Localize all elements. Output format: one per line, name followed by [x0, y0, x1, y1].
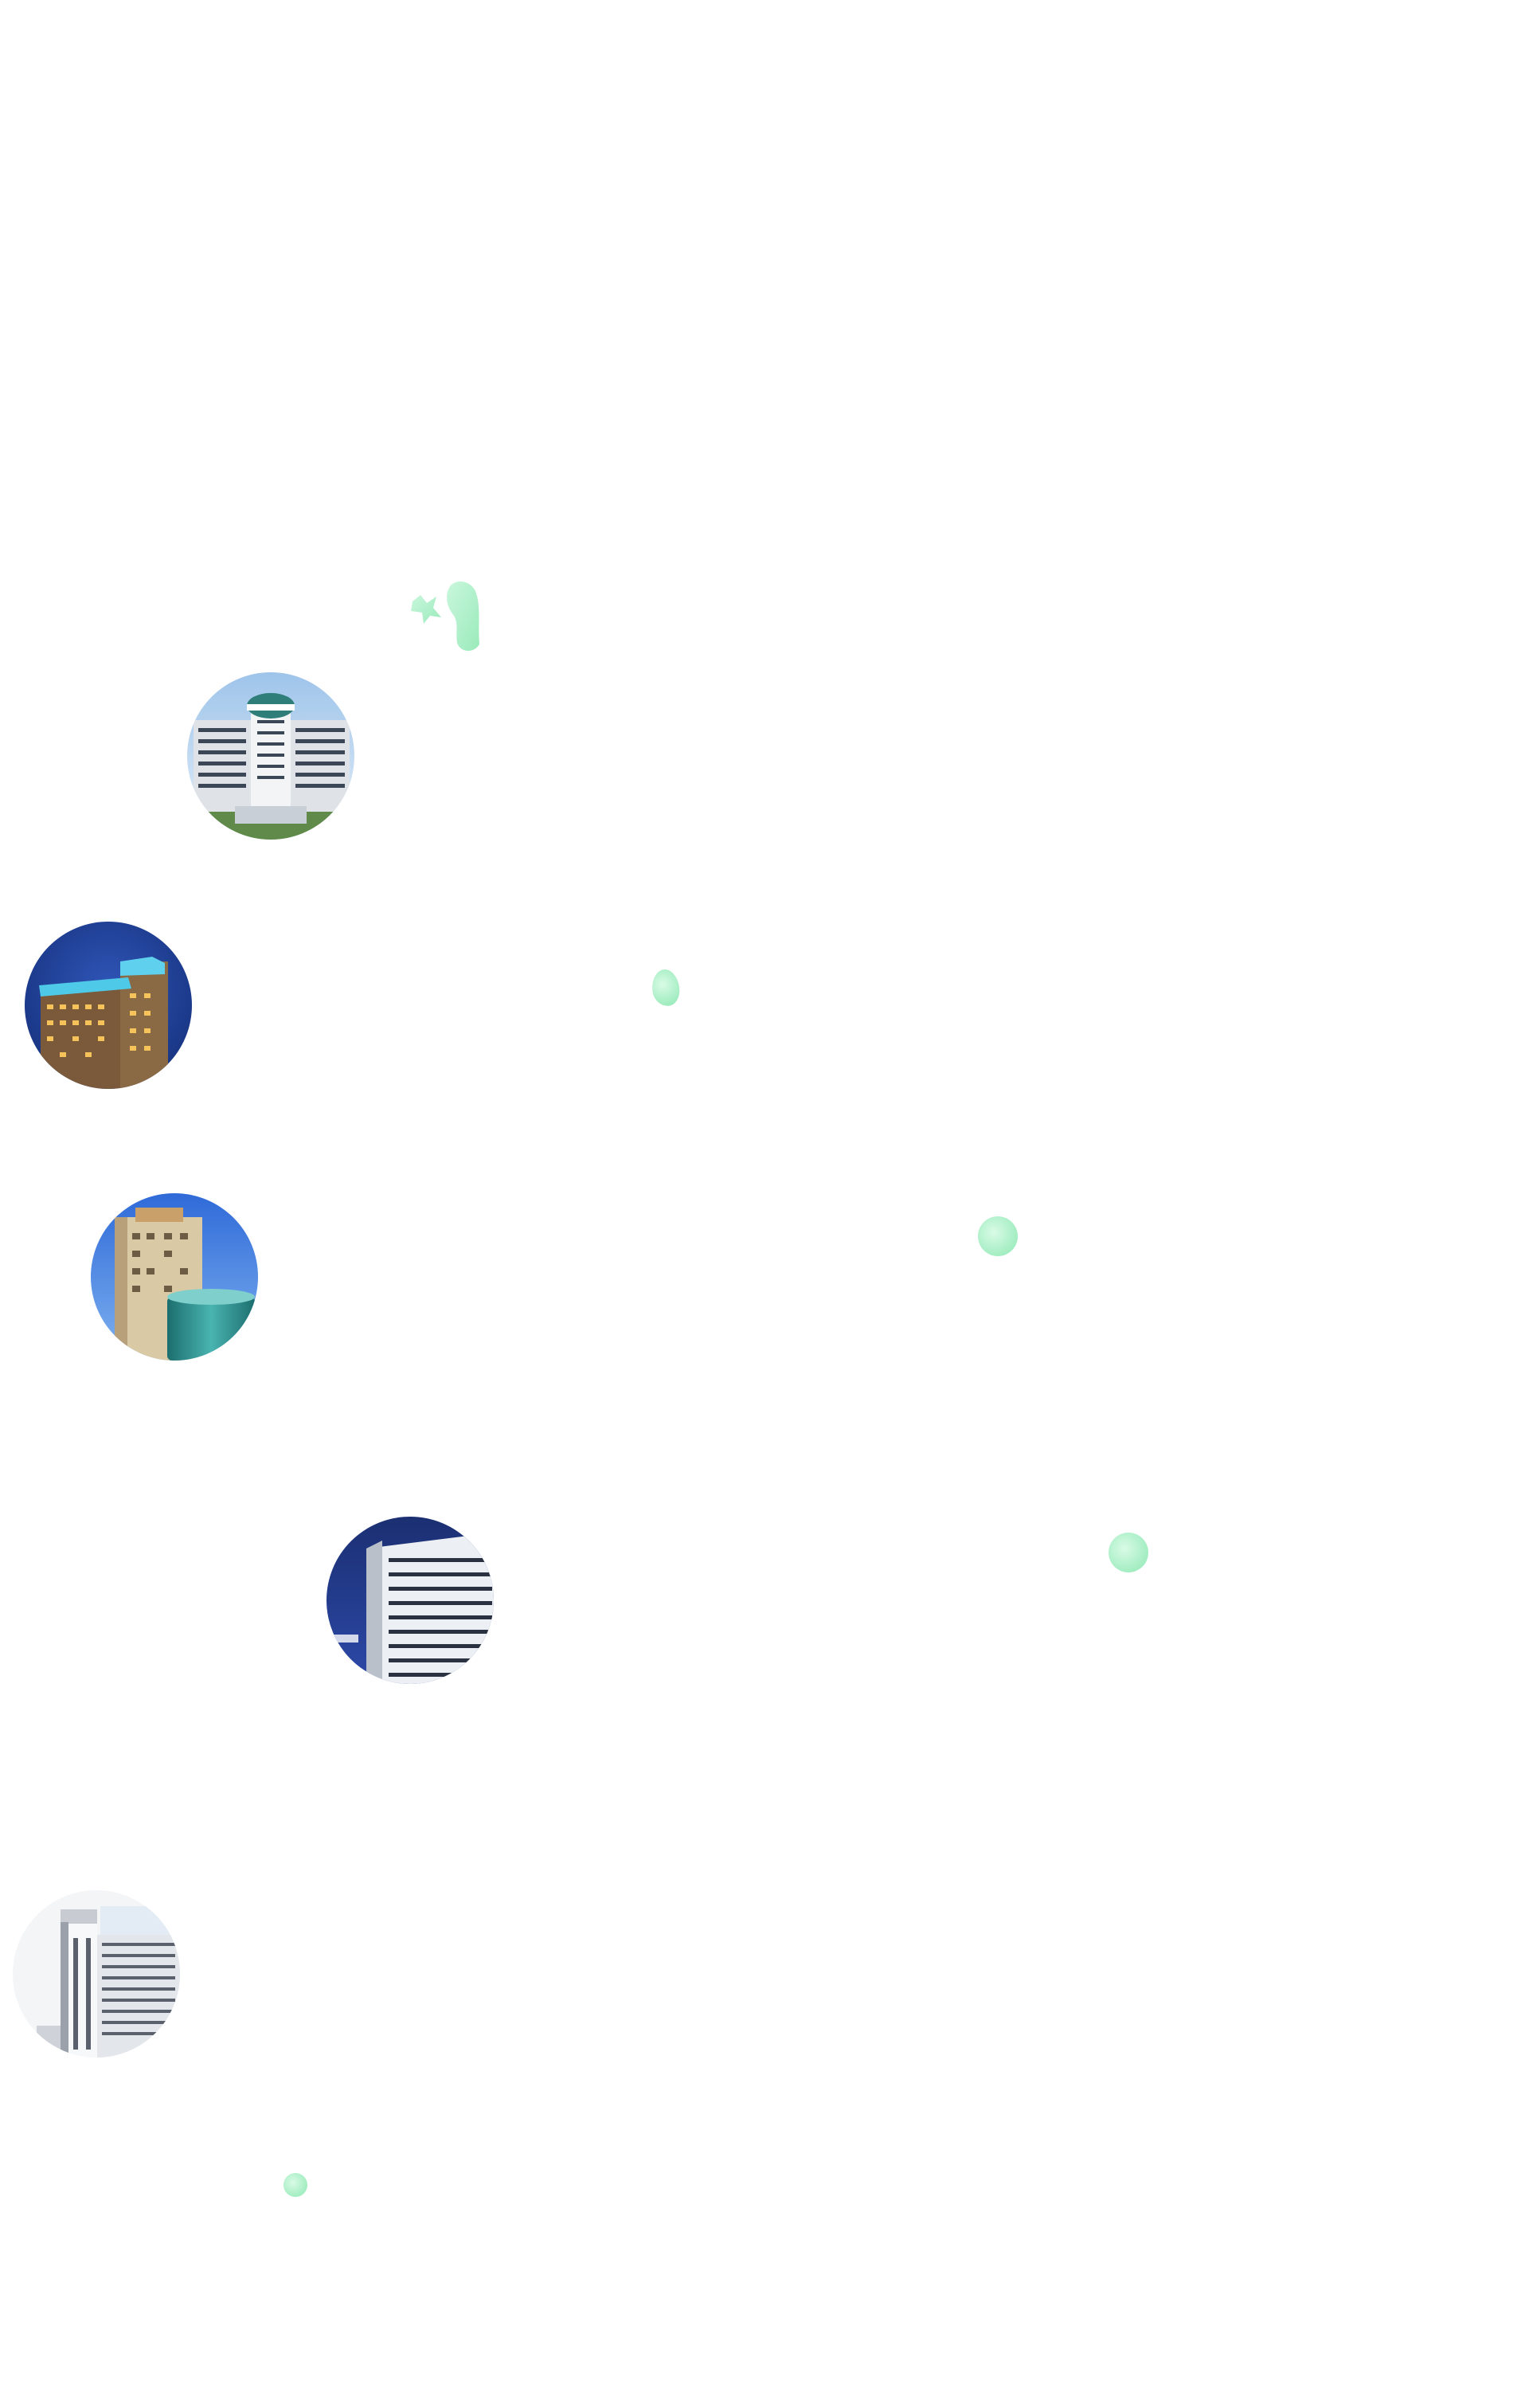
hotel-building-icon [187, 672, 354, 840]
decorative-shape-cluster [409, 579, 489, 656]
hotel-building-icon [327, 1517, 494, 1684]
decorative-blob [650, 968, 682, 1008]
decorative-shapes-icon [411, 581, 479, 652]
hotel-photo-3[interactable] [91, 1193, 258, 1361]
hotel-photo-4[interactable] [327, 1517, 494, 1684]
hotel-photo-5[interactable] [13, 1890, 180, 2058]
hotel-building-icon [91, 1193, 258, 1361]
hotel-photo-1[interactable] [187, 672, 354, 840]
hotel-building-icon [13, 1890, 180, 2058]
hotel-photo-2[interactable] [25, 922, 192, 1089]
hotel-building-icon [25, 922, 192, 1089]
decorative-dot [284, 2173, 307, 2197]
decorative-dot [978, 1216, 1018, 1256]
decorative-dot [1109, 1533, 1148, 1572]
